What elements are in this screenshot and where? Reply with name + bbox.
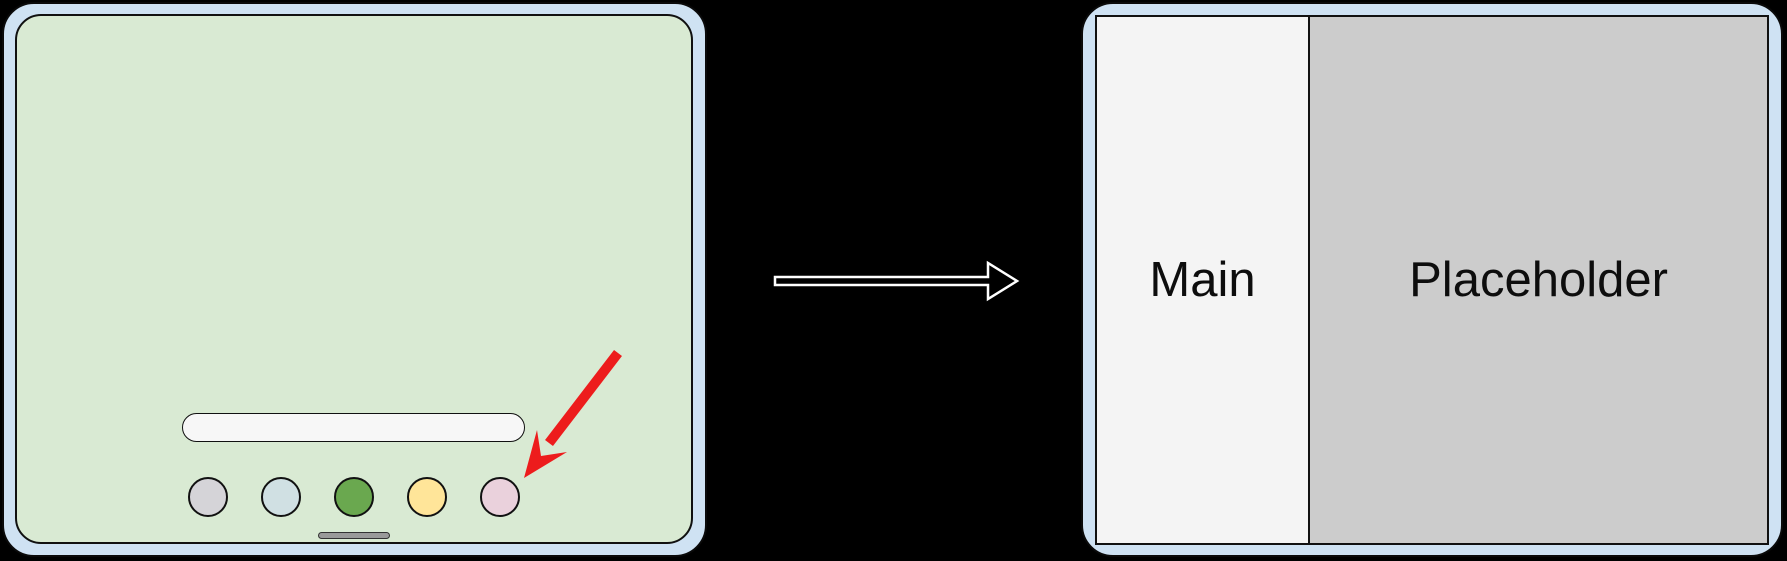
dock-icon-gray[interactable] xyxy=(188,477,228,517)
pane-main: Main xyxy=(1097,17,1311,543)
transition-arrow-shape xyxy=(773,260,1020,302)
pane-main-label: Main xyxy=(1149,253,1256,307)
dock-icon-pink[interactable] xyxy=(480,477,520,517)
left-device-screen xyxy=(15,14,693,544)
right-device-screen: Main Placeholder xyxy=(1095,15,1769,545)
left-device-frame xyxy=(2,2,707,557)
right-device-frame: Main Placeholder xyxy=(1081,2,1783,557)
dock-icon-green[interactable] xyxy=(334,477,374,517)
search-bar[interactable] xyxy=(182,413,525,442)
transition-arrow-icon xyxy=(773,260,1020,302)
dock-icon-yellow[interactable] xyxy=(407,477,447,517)
pane-placeholder-label: Placeholder xyxy=(1409,253,1668,307)
pane-placeholder: Placeholder xyxy=(1310,17,1767,543)
home-indicator-bar[interactable] xyxy=(318,532,390,539)
dock-icon-blue[interactable] xyxy=(261,477,301,517)
